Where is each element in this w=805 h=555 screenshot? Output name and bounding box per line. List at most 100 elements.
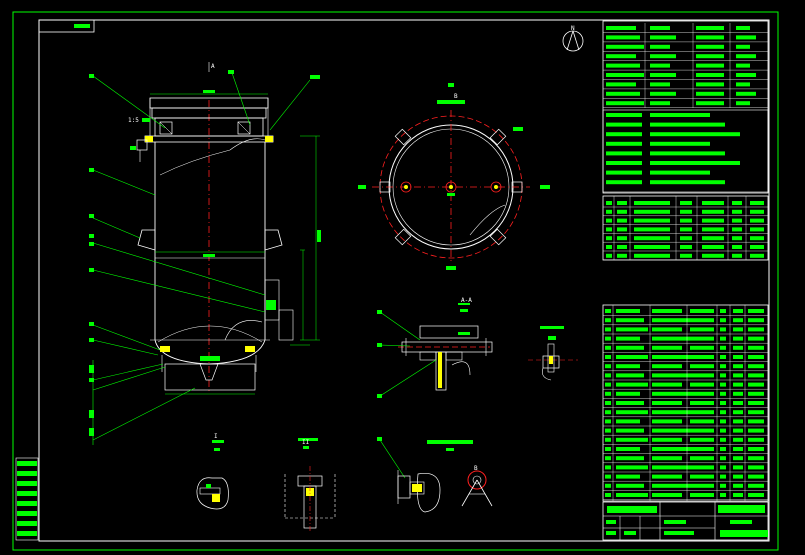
bom-cell xyxy=(616,309,640,313)
bom-cell xyxy=(720,391,726,396)
nozzle-cell xyxy=(680,209,692,214)
vessel-plan-view: B xyxy=(358,83,550,270)
bom-cell xyxy=(720,364,726,369)
tech-cell xyxy=(606,82,636,87)
nozzle-cell xyxy=(634,236,670,241)
section-label: A-A xyxy=(461,297,472,304)
bom-cell xyxy=(690,410,714,415)
bom-cell xyxy=(652,428,690,433)
bom-cell xyxy=(690,437,714,442)
bom-cell xyxy=(748,437,764,442)
nozzle-cell xyxy=(732,209,742,214)
tech-cell xyxy=(736,35,756,40)
bom-cell xyxy=(616,456,644,461)
bom-cell xyxy=(720,336,726,341)
nozzle-cell xyxy=(750,253,764,258)
nozzle-cell xyxy=(732,236,742,241)
bom-cell xyxy=(720,465,726,470)
bom-cell xyxy=(652,382,682,387)
bom-cell xyxy=(748,493,764,497)
note-label xyxy=(606,113,642,117)
nozzle-cell xyxy=(680,236,692,241)
bom-cell xyxy=(616,373,644,378)
tech-cell xyxy=(736,101,750,106)
nozzle-cell xyxy=(606,218,612,223)
bom-cell xyxy=(720,428,726,433)
bom-cell xyxy=(652,401,682,405)
bom-cell xyxy=(748,327,764,332)
tech-cell xyxy=(650,82,670,87)
nozzle-cell xyxy=(606,245,612,249)
lug-arrow-label: B xyxy=(474,465,478,472)
nozzle-cell xyxy=(702,218,724,223)
bom-cell xyxy=(690,382,714,387)
nozzle-cell xyxy=(634,227,670,232)
note-text xyxy=(650,141,710,146)
tech-cell xyxy=(650,101,670,106)
bom-cell xyxy=(690,419,714,424)
tech-cell xyxy=(696,63,724,68)
tech-cell xyxy=(736,26,750,30)
tech-cell xyxy=(736,91,756,96)
bom-cell xyxy=(748,456,764,461)
nozzle-cell xyxy=(750,218,764,223)
bom-cell xyxy=(720,493,726,497)
bom-cell xyxy=(652,474,682,479)
elevation-scale-tag: 1:5 xyxy=(128,117,139,124)
bom-cell xyxy=(616,419,640,424)
bom-cell xyxy=(720,419,726,424)
bom-cell xyxy=(720,355,726,359)
notes-block xyxy=(602,109,769,193)
nozzle-cell xyxy=(750,236,764,241)
tech-cell xyxy=(736,54,756,59)
tech-cell xyxy=(606,91,640,96)
nozzle-table xyxy=(602,195,769,261)
nozzle-cell xyxy=(750,209,764,214)
bom-cell xyxy=(690,391,714,396)
bom-cell xyxy=(690,401,714,405)
bom-cell xyxy=(720,447,726,451)
bom-cell xyxy=(748,483,764,488)
parts-list-table xyxy=(602,304,769,502)
tech-cell xyxy=(650,73,676,77)
bom-cell xyxy=(720,401,726,405)
bom-cell xyxy=(720,382,726,387)
nozzle-cell xyxy=(634,218,670,223)
bom-cell xyxy=(748,401,764,405)
nozzle-cell xyxy=(732,245,742,249)
tech-cell xyxy=(696,54,724,59)
bom-cell xyxy=(733,437,743,442)
bom-cell xyxy=(720,309,726,313)
bom-cell xyxy=(733,401,743,405)
note-label xyxy=(606,132,642,137)
nozzle-cell xyxy=(732,253,742,258)
bom-cell xyxy=(748,474,764,479)
nozzle-cell xyxy=(617,253,627,258)
bom-cell xyxy=(652,355,690,359)
bom-cell xyxy=(616,336,640,341)
bom-cell xyxy=(652,437,682,442)
note-text xyxy=(650,132,740,137)
nozzle-cell xyxy=(702,253,724,258)
note-label xyxy=(606,141,642,146)
north-label: N xyxy=(571,25,575,32)
bom-cell xyxy=(748,355,764,359)
bom-cell xyxy=(720,345,726,350)
bom-cell xyxy=(652,364,682,369)
note-label xyxy=(606,161,642,165)
bom-cell xyxy=(690,447,714,451)
bom-cell xyxy=(690,309,714,313)
bom-cell xyxy=(616,465,648,470)
bom-cell xyxy=(605,309,611,313)
bom-cell xyxy=(720,483,726,488)
tech-cell xyxy=(606,54,636,59)
bom-cell xyxy=(733,364,743,369)
nozzle-cell xyxy=(702,227,724,232)
tech-cell xyxy=(650,63,670,68)
bom-cell xyxy=(605,493,611,497)
technical-data-table xyxy=(602,20,769,194)
tech-cell xyxy=(696,73,724,77)
detail-two-label: II xyxy=(302,439,310,446)
bom-cell xyxy=(733,382,743,387)
bom-cell xyxy=(690,327,714,332)
